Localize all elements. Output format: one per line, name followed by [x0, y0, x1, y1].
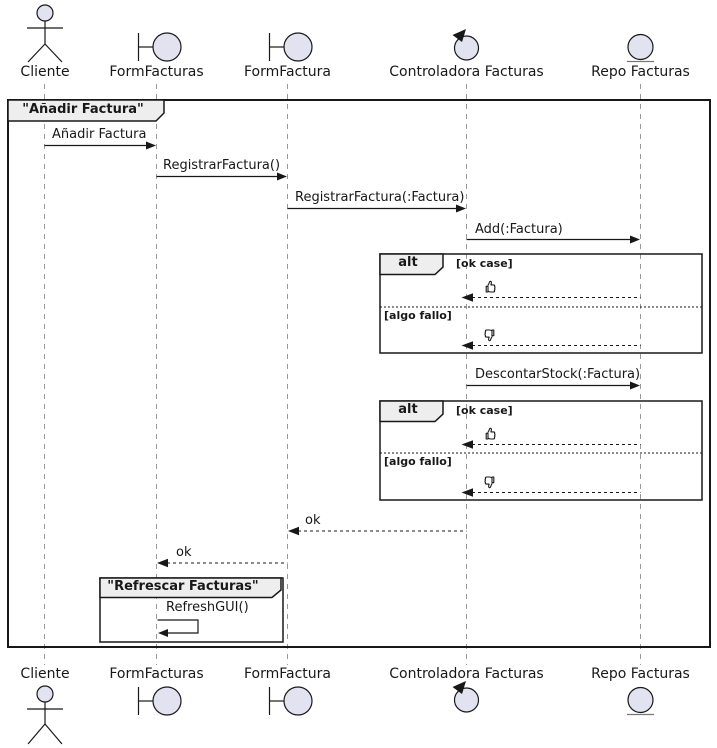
message-label-ok-2: ok: [176, 545, 192, 560]
alt1-guard-ok: [ok case]: [456, 257, 513, 270]
participant-label-cliente: Cliente: [20, 64, 70, 80]
alt-fragment-2: [379, 400, 703, 501]
actor-icon-top: [27, 4, 63, 63]
participant-label-formfactura: FormFactura: [243, 64, 332, 80]
ok-return-arrows: [157, 526, 467, 568]
participant-label-repo-bottom: Repo Facturas: [591, 666, 690, 682]
alt1-operator: alt: [398, 255, 418, 270]
participant-label-formfactura-bottom: FormFactura: [243, 666, 332, 682]
participant-label-formfacturas: FormFacturas: [109, 64, 204, 80]
thumbs-down-icon: [484, 476, 495, 489]
self-arrow-refreshgui: [157, 619, 199, 634]
thumbs-up-icon: [485, 280, 496, 293]
participant-label-formfacturas-bottom: FormFacturas: [109, 666, 204, 682]
alt-fragment-1: [379, 253, 703, 354]
actor-icon-bottom: [27, 685, 63, 745]
lifelines: [44, 84, 641, 665]
outer-frame-border: [7, 99, 711, 648]
message-label-registrarfactura-factura: RegistrarFactura(:Factura): [295, 190, 465, 205]
participant-label-repo: Repo Facturas: [591, 64, 690, 80]
message-label-registrarfactura: RegistrarFactura(): [163, 158, 281, 173]
boundary-icon-top-formfactura: [268, 32, 313, 62]
message-label-refreshgui: RefreshGUI(): [166, 600, 249, 615]
message-label-add-factura: Add(:Factura): [475, 222, 563, 237]
refresh-frame-title: "Refrescar Facturas": [107, 579, 259, 594]
alt2-operator: alt: [398, 402, 418, 417]
boundary-icon-top-formfacturas: [137, 32, 182, 62]
entity-icon-bottom-repo: [627, 686, 654, 716]
message-label-anadir-factura: Añadir Factura: [52, 127, 147, 142]
entity-icon-top-repo: [627, 33, 654, 63]
boundary-icon-bottom-formfactura: [268, 686, 313, 716]
alt1-guard-fail: [algo fallo]: [384, 309, 452, 322]
message-label-ok-1: ok: [305, 513, 321, 528]
thumbs-up-icon: [485, 427, 496, 440]
boundary-icon-bottom-formfacturas: [137, 686, 182, 716]
refresh-frame: [99, 577, 284, 643]
thumbs-down-icon: [484, 329, 495, 342]
message-label-descontarstock: DescontarStock(:Factura): [475, 367, 641, 382]
control-icon-bottom-controladora: [452, 681, 480, 713]
participant-label-controladora: Controladora Facturas: [389, 64, 544, 80]
alt2-guard-fail: [algo fallo]: [384, 455, 452, 468]
message-arrows: [44, 141, 640, 390]
participant-label-controladora-bottom: Controladora Facturas: [389, 666, 544, 682]
outer-frame-label-shape: [7, 99, 165, 122]
outer-frame-title: "Añadir Factura": [22, 102, 144, 117]
alt2-guard-ok: [ok case]: [456, 404, 513, 417]
control-icon-top-controladora: [452, 29, 480, 61]
participant-label-cliente-bottom: Cliente: [20, 666, 70, 682]
